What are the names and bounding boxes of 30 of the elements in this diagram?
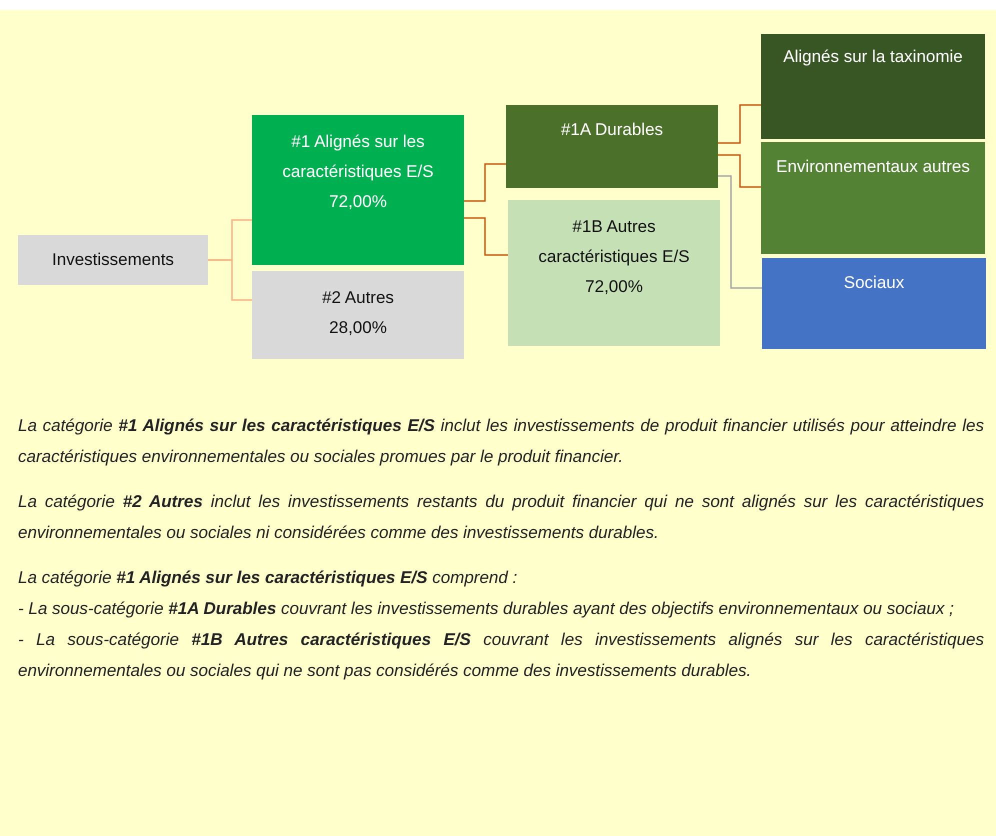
box-label: 72,00% bbox=[585, 276, 643, 298]
note-paragraph: La catégorie #1 Alignés sur les caractéristiques E/S inclut les investissements de produit financier utilisés pour atteindre les caractéristiques environnementales ou sociales promues par le produit financier. bbox=[18, 415, 984, 468]
category-box bbox=[508, 200, 720, 346]
box-label: #1B Autres caractéristiques E/S bbox=[537, 216, 691, 268]
connector-line bbox=[208, 259, 252, 301]
connector-line bbox=[464, 217, 508, 256]
box-label: #1 Alignés sur les caractéristiques E/S bbox=[281, 131, 435, 183]
category-box bbox=[252, 271, 464, 359]
category-box bbox=[18, 235, 208, 285]
box-label: #1A Durables bbox=[560, 119, 664, 141]
box-label: Investissements bbox=[52, 249, 174, 271]
connector-line bbox=[718, 154, 761, 188]
box-label: 28,00% bbox=[329, 317, 387, 339]
connector-line bbox=[464, 163, 506, 202]
category-box bbox=[252, 115, 464, 265]
connector-line bbox=[718, 175, 762, 289]
box-label: Environnementaux autres bbox=[776, 156, 970, 178]
note-paragraph: - La sous-catégorie #1B Autres caractéristiques E/S couvrant les investissements alignés sur les caractéristiques environnementales ou sociales qui ne sont pas considérés comme des investissements durables. bbox=[18, 629, 984, 682]
category-box bbox=[761, 142, 985, 254]
box-label: 72,00% bbox=[329, 191, 387, 213]
box-label: #2 Autres bbox=[322, 287, 394, 309]
note-paragraph: La catégorie #2 Autres inclut les investissements restants du produit financier qui ne sont alignés sur les caractéristiques environnementales ou sociales ni considérées comme des investissements durables. bbox=[18, 491, 984, 544]
category-box bbox=[762, 258, 986, 349]
box-label: Alignés sur la taxinomie bbox=[783, 46, 963, 68]
note-paragraph: - La sous-catégorie #1A Durables couvrant les investissements durables ayant des objectifs environnementaux ou sociaux ; bbox=[18, 598, 955, 620]
category-box bbox=[761, 34, 985, 139]
box-label: Sociaux bbox=[844, 272, 904, 294]
connector-line bbox=[718, 104, 761, 144]
note-paragraph: La catégorie #1 Alignés sur les caractéristiques E/S comprend : bbox=[18, 567, 518, 589]
category-box bbox=[506, 105, 718, 188]
